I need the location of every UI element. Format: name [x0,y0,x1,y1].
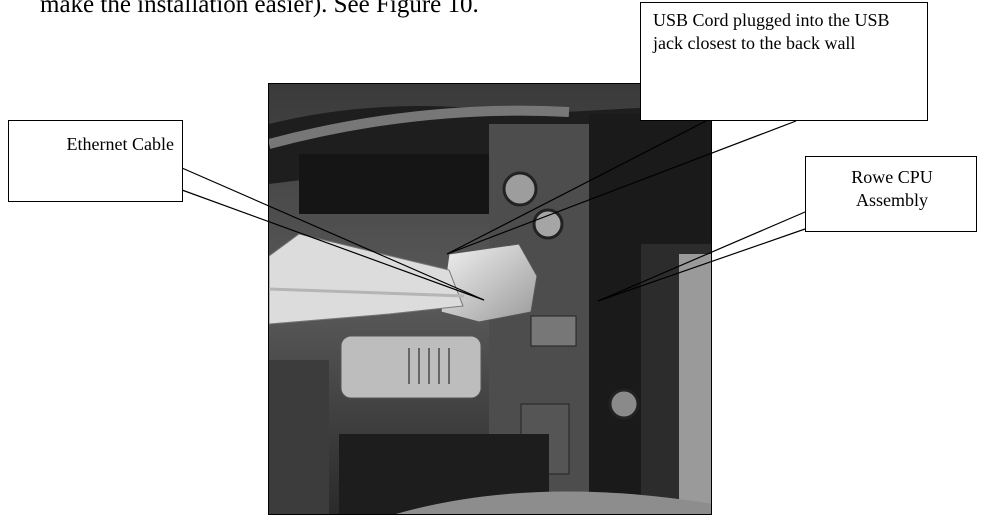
callout-usb-cord: USB Cord plugged into the USB jack close… [640,2,928,121]
figure-photo [268,83,712,515]
body-text-line: make the installation easier). See Figur… [40,0,479,18]
callout-rowe-cpu-assembly: Rowe CPU Assembly [805,156,977,232]
callout-ethernet-cable: Ethernet Cable [8,120,183,202]
photo-illustration [269,84,711,514]
